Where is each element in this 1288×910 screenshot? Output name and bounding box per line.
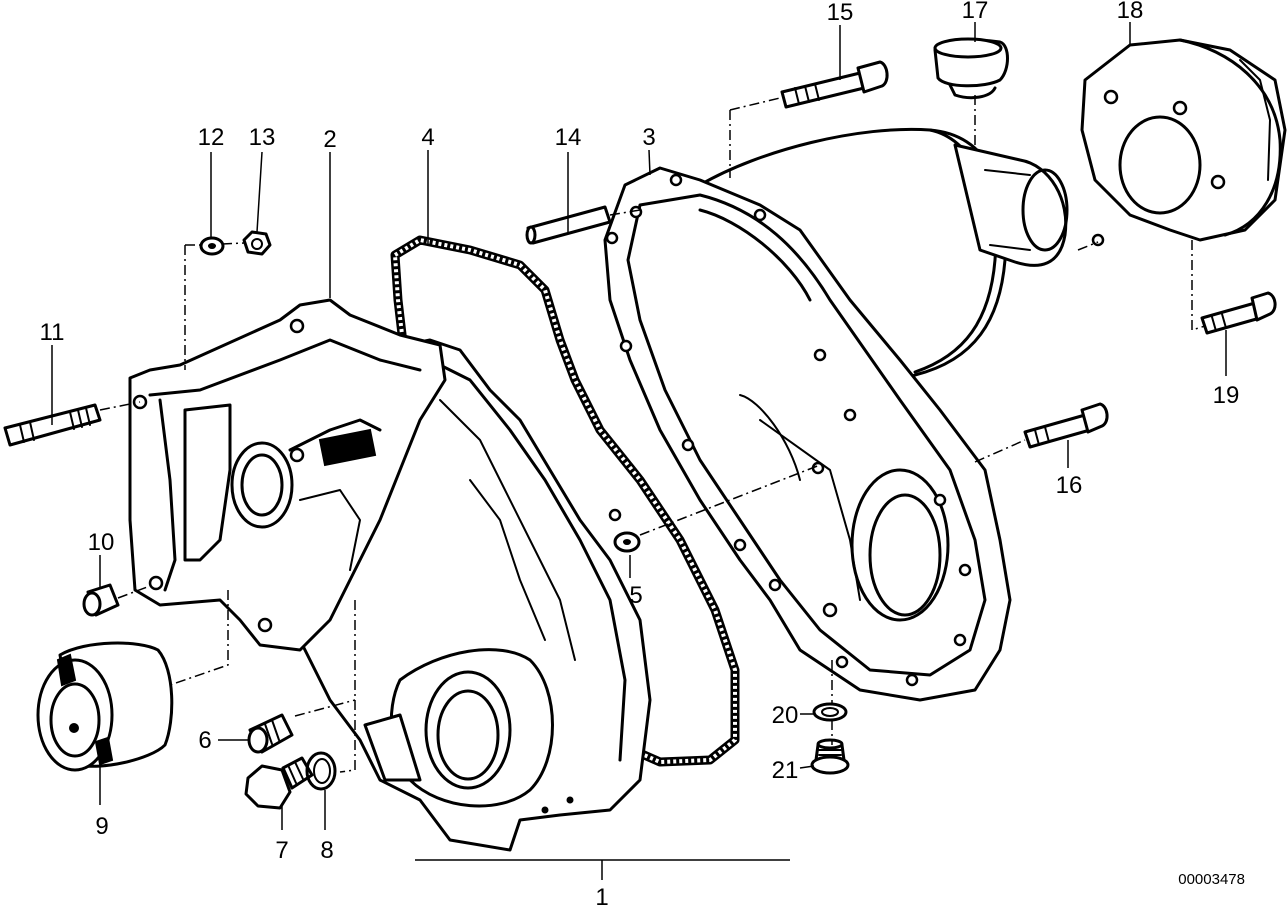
bolt-19 bbox=[1200, 291, 1277, 335]
leader-lines bbox=[51, 22, 1227, 880]
callout-7: 7 bbox=[275, 837, 288, 864]
callout-2: 2 bbox=[323, 126, 336, 153]
callout-14: 14 bbox=[555, 124, 582, 151]
flange-cover bbox=[1080, 38, 1287, 247]
callout-9: 9 bbox=[95, 813, 108, 840]
callout-19: 19 bbox=[1213, 382, 1240, 409]
callout-labels: 1 2 3 4 5 6 7 8 9 10 11 12 13 14 15 16 1… bbox=[40, 0, 1240, 910]
bolt-15 bbox=[780, 60, 889, 109]
callout-6: 6 bbox=[198, 727, 211, 754]
washer-5 bbox=[613, 531, 641, 553]
nut-13 bbox=[242, 230, 272, 256]
drain-plug-7 bbox=[244, 756, 314, 810]
assembly-lines bbox=[99, 95, 1206, 773]
cap-plug bbox=[933, 37, 1009, 100]
bolt-16 bbox=[1023, 402, 1109, 449]
callout-12: 12 bbox=[198, 124, 225, 151]
callout-18: 18 bbox=[1117, 0, 1144, 24]
rear-housing-cover bbox=[603, 127, 1069, 702]
washer-12 bbox=[199, 236, 225, 256]
seal-ring-8 bbox=[305, 751, 337, 791]
drain-plug-21 bbox=[810, 738, 850, 775]
sleeve-10 bbox=[82, 583, 120, 617]
seal-ring-20 bbox=[812, 702, 848, 722]
callout-10: 10 bbox=[88, 529, 115, 556]
callout-3: 3 bbox=[642, 124, 655, 151]
screw-plug-6 bbox=[247, 713, 294, 754]
callout-11: 11 bbox=[40, 319, 65, 346]
callout-20: 20 bbox=[772, 702, 799, 729]
callout-13: 13 bbox=[249, 124, 276, 151]
diagram-reference-number: 00003478 bbox=[1178, 871, 1245, 888]
rubber-mount bbox=[36, 641, 174, 772]
dowel-pin-14 bbox=[525, 205, 612, 245]
callout-16: 16 bbox=[1056, 472, 1083, 499]
callout-5: 5 bbox=[629, 582, 642, 609]
callout-17: 17 bbox=[962, 0, 989, 24]
callout-8: 8 bbox=[320, 837, 333, 864]
adapter-housing bbox=[128, 298, 447, 652]
callout-21: 21 bbox=[772, 757, 799, 784]
callout-1: 1 bbox=[595, 884, 608, 910]
callout-15: 15 bbox=[827, 0, 854, 26]
callout-4: 4 bbox=[421, 124, 434, 151]
